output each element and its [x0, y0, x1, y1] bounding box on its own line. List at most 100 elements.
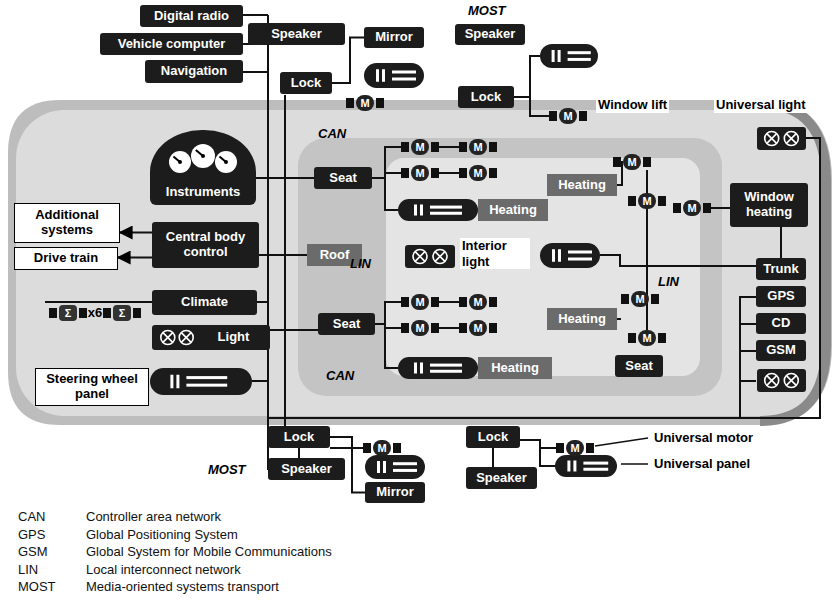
wire — [439, 172, 459, 174]
part-label: Window lift — [596, 97, 669, 113]
panel-icon — [420, 205, 423, 216]
motor-symbol: M — [356, 95, 374, 111]
panel-icon — [186, 376, 227, 379]
speaker-box: Speaker — [248, 23, 345, 45]
lamp-icons — [154, 325, 200, 350]
abbreviation: CAN — [18, 509, 45, 525]
motor-symbol: M — [411, 320, 429, 336]
panel-icon — [552, 249, 555, 262]
node-text: Seat — [625, 359, 652, 374]
mirror-box: Mirror — [365, 482, 425, 503]
panel-symbol — [398, 357, 478, 379]
symbol-terminal — [363, 443, 371, 453]
node-text: Navigation — [161, 64, 227, 79]
panel-icon — [414, 205, 417, 216]
panel-icon — [377, 461, 380, 473]
wire — [385, 172, 401, 174]
node-text: Heating — [558, 312, 606, 327]
panel-icon — [392, 71, 416, 74]
node-text: Lock — [291, 76, 321, 91]
wire — [514, 56, 540, 97]
symbol-terminal — [703, 203, 711, 213]
wire — [540, 440, 556, 448]
symbol-terminal — [673, 203, 681, 213]
panel-icon — [382, 69, 385, 82]
vehicle-body — [760, 104, 826, 421]
abbreviation: MOST — [18, 579, 56, 595]
part-label: Universal motor — [652, 430, 755, 446]
system-box: Drive train — [14, 247, 118, 270]
panel-icon — [430, 370, 462, 373]
wire — [267, 15, 269, 470]
symbol-terminal — [79, 308, 87, 318]
motor-symbol: M — [683, 200, 701, 216]
motor-symbol: M — [411, 139, 429, 155]
panel-symbol — [365, 455, 425, 479]
panel-symbol — [540, 243, 600, 268]
lamp-icon — [767, 134, 777, 144]
speaker-box: Speaker — [466, 467, 537, 489]
heating-box: Heating — [478, 199, 548, 221]
motor-symbol: M — [411, 165, 429, 181]
symbol-terminal — [489, 297, 497, 307]
node-text: Instruments — [166, 185, 240, 200]
symbol-terminal — [658, 196, 666, 206]
symbol-terminal — [628, 333, 636, 343]
node-text: Seat — [329, 171, 356, 186]
panel-icon — [552, 50, 555, 62]
node-text: Lock — [284, 430, 314, 445]
count-label: x6 — [88, 305, 102, 321]
panel-icon — [573, 461, 576, 472]
panel-icon — [558, 50, 561, 62]
wire — [740, 380, 756, 382]
node-text: Speaker — [476, 471, 527, 486]
wire — [45, 301, 152, 303]
abbreviation: GSM — [18, 544, 48, 560]
abbreviation-meaning: Controller area network — [86, 509, 221, 525]
lock-box: Lock — [466, 426, 520, 448]
lock-box: Lock — [458, 86, 514, 108]
motor-symbol: M — [623, 154, 641, 170]
lamp-icon — [767, 376, 777, 386]
abbreviation: GPS — [18, 527, 45, 543]
gauge-face — [215, 151, 237, 173]
wire — [621, 463, 648, 465]
symbol-terminal — [376, 98, 384, 108]
lamp-icon — [784, 132, 798, 146]
node-text: Vehicle computer — [118, 37, 226, 52]
motor-symbol: M — [373, 440, 391, 456]
lamp-symbol — [757, 127, 806, 150]
bus-label: LIN — [350, 256, 371, 272]
node-text: GSM — [766, 343, 796, 358]
panel-icon — [583, 468, 608, 471]
panel-icon — [170, 375, 173, 389]
sensor-symbol: Σ — [113, 305, 131, 321]
trunk-box: Trunk — [756, 258, 806, 280]
node-text: Central body control — [157, 230, 254, 260]
control-unit-box: Central body control — [152, 222, 259, 268]
seat-box: Seat — [318, 313, 375, 335]
node-text: Digital radio — [154, 9, 229, 24]
lamp-icon — [765, 374, 779, 388]
node-text: Climate — [181, 295, 228, 310]
gauge-face — [191, 144, 215, 168]
mirror-box: Mirror — [364, 27, 424, 48]
wire — [595, 438, 648, 446]
symbol-terminal — [628, 196, 636, 206]
wire — [520, 440, 555, 466]
symbol-terminal — [556, 443, 564, 453]
symbol-terminal — [49, 308, 57, 318]
panel-symbol — [398, 199, 478, 221]
symbol-terminal — [651, 294, 659, 304]
seat-box: Seat — [615, 355, 663, 377]
abbreviation-meaning: Global System for Mobile Communications — [86, 544, 332, 560]
speaker-box: Speaker — [268, 458, 345, 480]
wire — [257, 301, 268, 303]
symbol-terminal — [549, 111, 557, 121]
connector — [780, 227, 782, 258]
device-box: Digital radio — [140, 5, 243, 27]
gauge-hub — [178, 160, 182, 164]
wire — [243, 14, 268, 16]
heating-box: Window heating — [730, 183, 808, 227]
